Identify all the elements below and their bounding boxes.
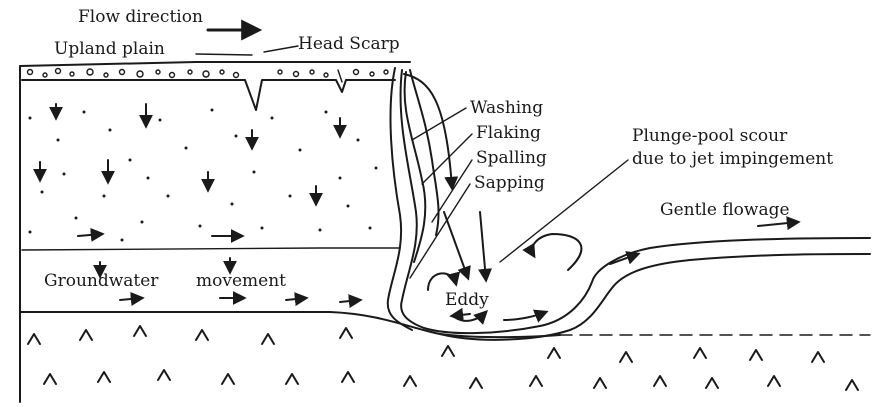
label-groundwater: Groundwater [44, 271, 159, 291]
label-movement: movement [196, 271, 286, 291]
label-head-scarp: Head Scarp [298, 34, 400, 54]
label-spalling: Spalling [476, 148, 547, 168]
label-upland-plain: Upland plain [54, 39, 165, 59]
label-sapping: Sapping [474, 173, 545, 193]
label-washing: Washing [470, 98, 543, 118]
surface-soil-pebbles [28, 69, 389, 78]
head-scarp-face [388, 68, 439, 330]
upland-surface [20, 62, 410, 402]
label-plunge-pool-line2: due to jet impingement [632, 149, 833, 169]
sand-texture [29, 109, 378, 242]
label-plunge-pool-line1: Plunge-pool scour [632, 126, 788, 146]
label-gentle-flowage: Gentle flowage [660, 200, 790, 220]
label-eddy: Eddy [445, 290, 489, 310]
label-flow-direction: Flow direction [78, 7, 203, 27]
groundwater-arrows [78, 234, 360, 302]
label-flaking: Flaking [476, 123, 541, 143]
